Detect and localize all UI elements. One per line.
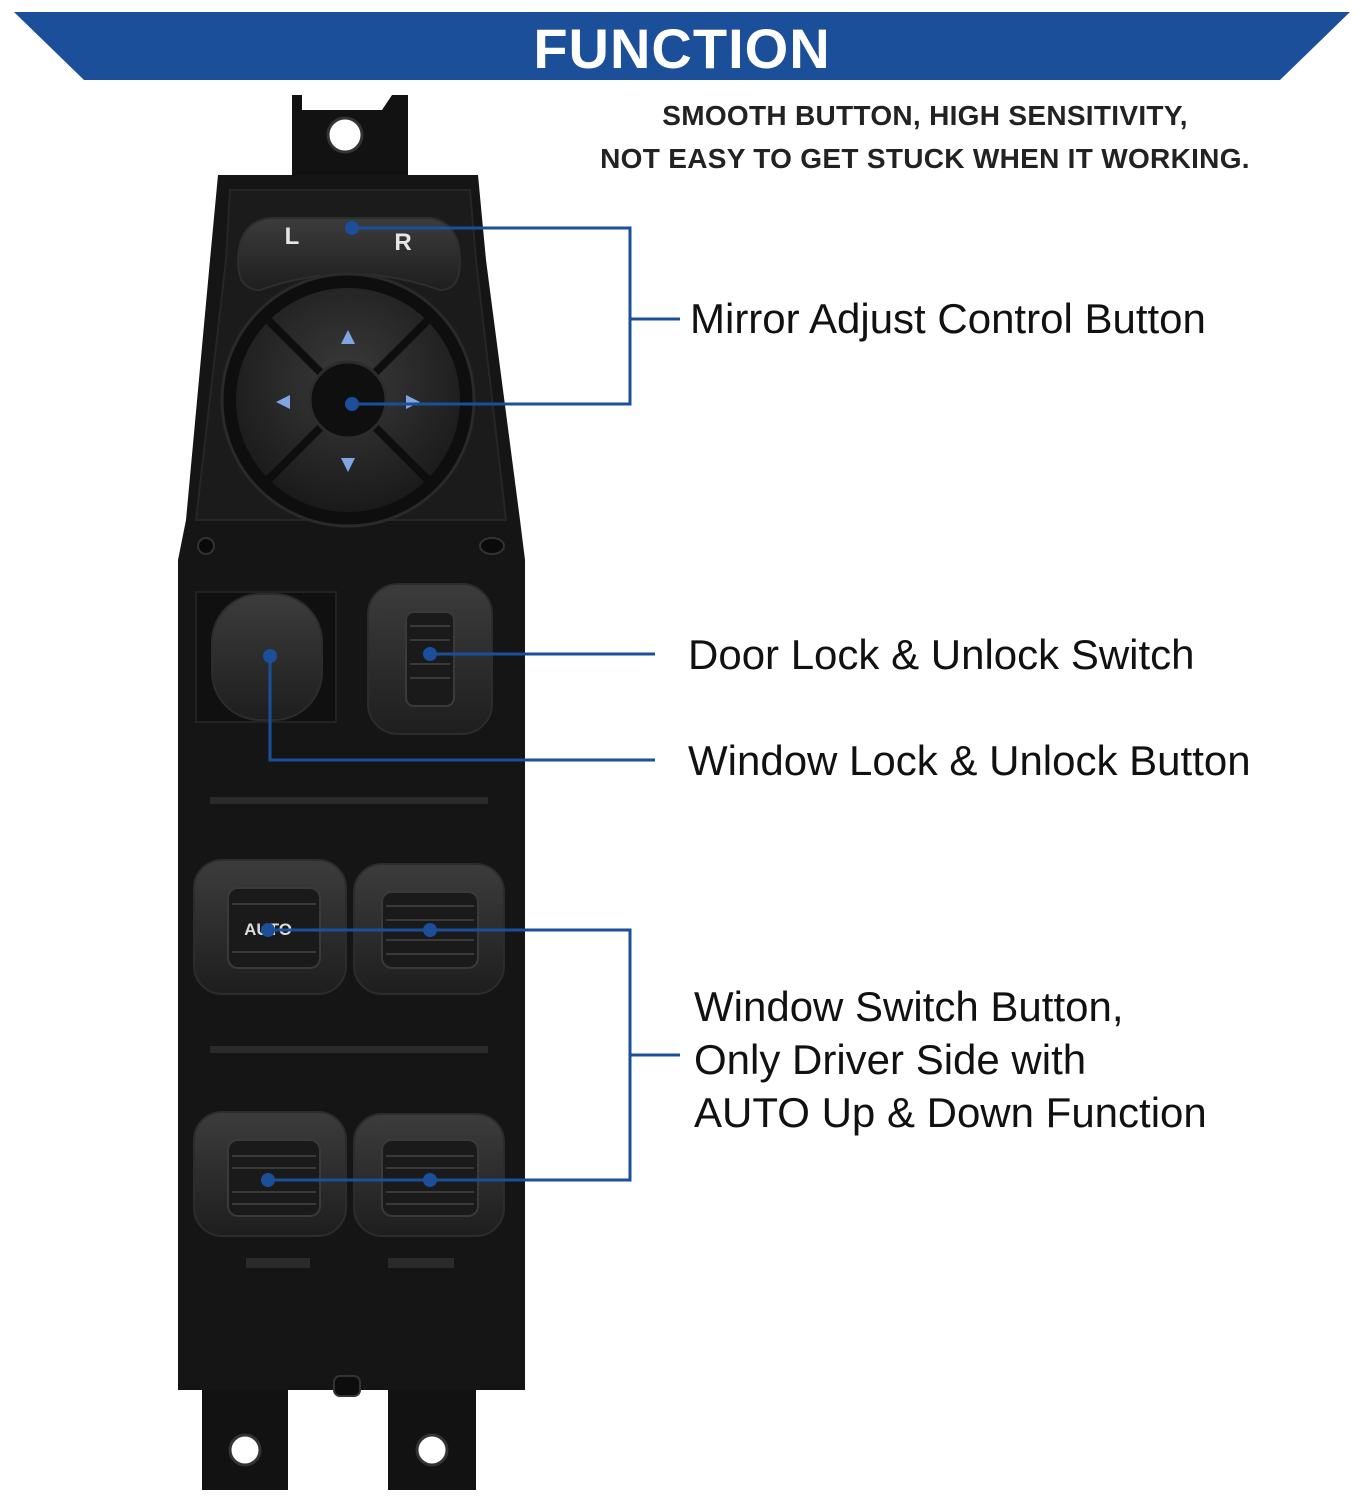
arrow-up-icon — [341, 330, 355, 344]
callout-window-switch-line-1: Window Switch Button, — [694, 983, 1124, 1030]
screw-hole-right — [479, 537, 505, 555]
door-lock-marker — [423, 647, 437, 661]
top-mounting-tab — [292, 95, 408, 175]
separator — [210, 797, 488, 804]
separator — [210, 1046, 488, 1053]
bottom-slot-left — [246, 1258, 310, 1268]
mirror-selector-switch[interactable]: L R — [236, 217, 462, 292]
subtitle-line-1: SMOOTH BUTTON, HIGH SENSITIVITY, — [662, 100, 1188, 131]
window-lock-marker — [263, 649, 277, 663]
bottom-clip — [333, 1375, 361, 1397]
subtitle: SMOOTH BUTTON, HIGH SENSITIVITY, NOT EAS… — [540, 94, 1310, 180]
banner-title: FUNCTION — [533, 17, 831, 80]
subtitle-line-2: NOT EASY TO GET STUCK WHEN IT WORKING. — [600, 143, 1250, 174]
mirror-left-label: L — [285, 223, 300, 250]
mirror-right-label: R — [394, 229, 411, 256]
banner-shape — [14, 12, 1350, 80]
mirror-leader — [352, 226, 680, 406]
window-switch-marker — [423, 923, 437, 937]
callout-window-switch: Window Switch Button, Only Driver Side w… — [694, 980, 1207, 1139]
callout-door-lock: Door Lock & Unlock Switch — [688, 631, 1195, 678]
window-switch-leader — [268, 928, 680, 1182]
mirror-knob-marker — [345, 397, 359, 411]
callout-window-lock: Window Lock & Unlock Button — [688, 737, 1251, 784]
window-lock-leader — [268, 656, 655, 762]
bottom-mounting-tab-left — [202, 1390, 288, 1490]
banner — [14, 12, 1350, 80]
callout-window-switch-line-3: AUTO Up & Down Function — [694, 1089, 1207, 1136]
arrow-left-icon — [276, 395, 290, 409]
window-switch-marker — [423, 1173, 437, 1187]
window-switch-marker — [261, 923, 275, 937]
callout-window-switch-line-2: Only Driver Side with — [694, 1036, 1087, 1083]
mounting-hole — [326, 116, 364, 154]
arrow-down-icon — [341, 458, 355, 472]
screw-hole-left — [197, 537, 215, 555]
window-switch-marker — [261, 1173, 275, 1187]
mirror-selector-marker — [345, 221, 359, 235]
bottom-mounting-tab-right — [388, 1390, 476, 1490]
callout-mirror-adjust: Mirror Adjust Control Button — [690, 295, 1206, 342]
bottom-slot-right — [388, 1258, 454, 1268]
